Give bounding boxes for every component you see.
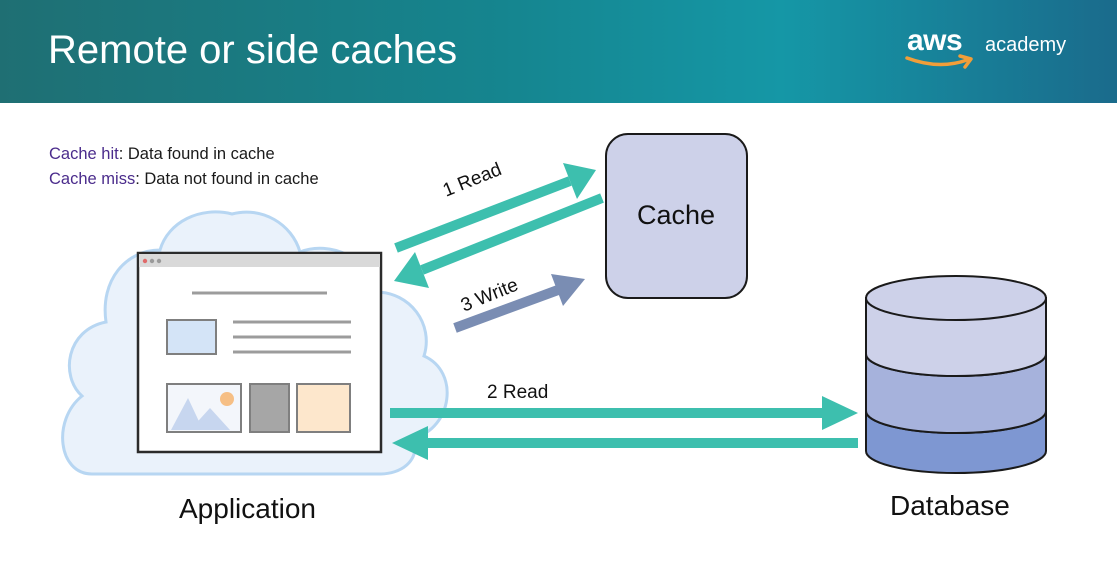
legend-item-cache-miss: Cache miss: Data not found in cache bbox=[49, 167, 319, 192]
database-label: Database bbox=[890, 490, 1010, 521]
legend-description: : Data found in cache bbox=[118, 145, 275, 163]
legend-item-cache-hit: Cache hit: Data found in cache bbox=[49, 142, 319, 167]
legend-term: Cache miss bbox=[49, 170, 136, 188]
arrow-cache-response bbox=[394, 193, 604, 288]
logo-brand: aws bbox=[907, 24, 963, 57]
cache-node bbox=[605, 133, 748, 299]
read-2-label: 2 Read bbox=[487, 382, 549, 403]
slide-header: Remote or side caches aws academy bbox=[0, 0, 1117, 103]
legend-term: Cache hit bbox=[49, 145, 119, 163]
arrow-read-to-cache bbox=[394, 163, 596, 253]
aws-smile-icon bbox=[905, 54, 973, 69]
arrow-database-response bbox=[392, 426, 858, 460]
logo-product: academy bbox=[985, 34, 1067, 56]
slide-title: Remote or side caches bbox=[48, 28, 458, 72]
arrow-read-to-database bbox=[390, 396, 858, 430]
aws-academy-logo: aws academy bbox=[905, 24, 1075, 76]
application-label: Application bbox=[179, 493, 316, 524]
legend-description: : Data not found in cache bbox=[135, 170, 319, 188]
browser-window-icon bbox=[136, 251, 383, 454]
cache-label: Cache bbox=[637, 200, 716, 230]
cache-legend: Cache hit: Data found in cache Cache mis… bbox=[49, 142, 319, 192]
database-node bbox=[865, 275, 1047, 474]
arrow-write-to-cache bbox=[453, 274, 585, 333]
